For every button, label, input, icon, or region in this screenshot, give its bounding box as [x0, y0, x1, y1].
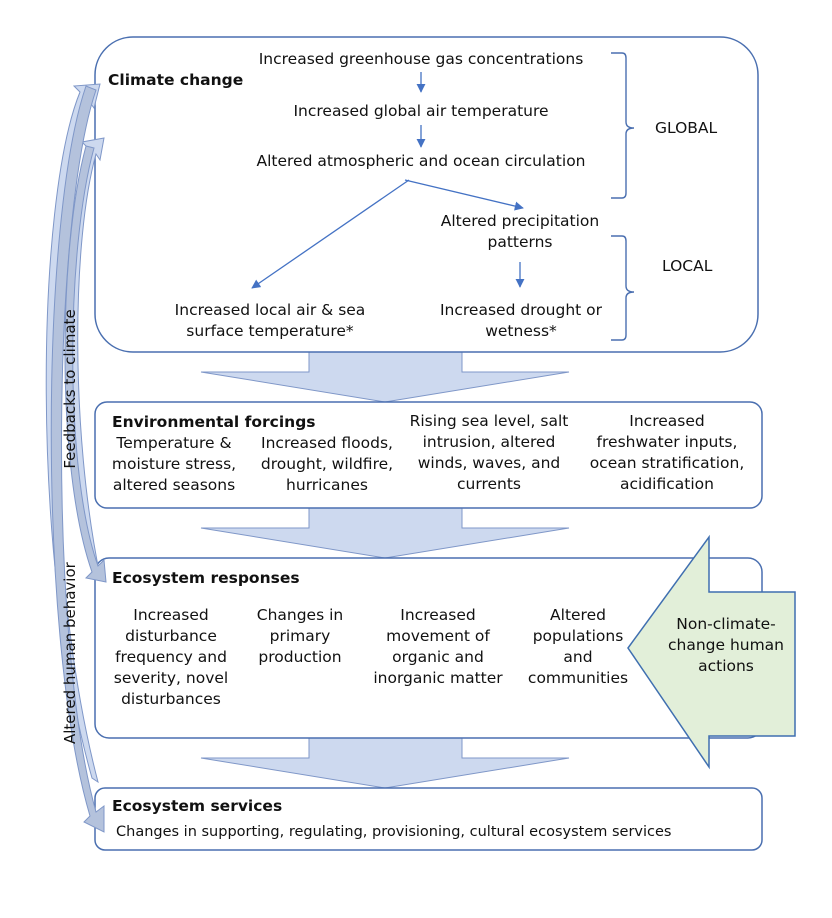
altered-human-behavior-label: Altered human behavior	[61, 562, 79, 744]
global-scale-label: GLOBAL	[655, 119, 718, 137]
climate-change-box	[94, 36, 759, 353]
response-item-4: Altered populations and communities	[527, 606, 629, 687]
local-temp-label: Increased local air & sea surface temper…	[174, 301, 366, 340]
climate-change-title: Climate change	[108, 71, 244, 89]
response-item-2: Changes in primary production	[256, 606, 344, 666]
climate-step-circulation: Altered atmospheric and ocean circulatio…	[256, 152, 586, 170]
ecosystem-responses-title: Ecosystem responses	[112, 569, 300, 587]
arrow-responses-to-services	[200, 737, 570, 789]
ecosystem-services-title: Ecosystem services	[112, 797, 283, 815]
arrow-forcings-to-responses	[200, 507, 570, 559]
forcing-item-2: Increased floods, drought, wildfire, hur…	[260, 434, 394, 494]
forcing-item-3: Rising sea level, salt intrusion, altere…	[409, 412, 569, 493]
local-brace	[611, 235, 635, 341]
climate-step-global-temp: Increased global air temperature	[293, 102, 549, 120]
precipitation-label: Altered precipitation patterns	[440, 212, 600, 251]
response-item-1: Increased disturbance frequency and seve…	[113, 606, 229, 708]
forcing-item-1: Temperature & moisture stress, altered s…	[111, 434, 237, 494]
response-item-3: Increased movement of organic and inorga…	[373, 606, 503, 687]
forcing-item-4: Increased freshwater inputs, ocean strat…	[589, 412, 745, 493]
drought-label: Increased drought or wetness*	[439, 301, 603, 340]
environmental-forcings-box	[94, 401, 763, 509]
feedbacks-to-climate-label: Feedbacks to climate	[61, 309, 79, 469]
flow-arrow-circulation-to-local-temp	[251, 179, 410, 289]
non-climate-label: Non-climate- change human actions	[667, 615, 785, 675]
flow-arrow-circulation-to-precip	[404, 179, 524, 211]
local-scale-label: LOCAL	[662, 257, 713, 275]
climate-step-ghg: Increased greenhouse gas concentrations	[258, 50, 584, 68]
behavior-arrow-to-services	[50, 85, 105, 833]
environmental-forcings-title: Environmental forcings	[112, 413, 316, 431]
non-climate-arrow	[627, 534, 796, 770]
arrow-climate-to-forcings	[200, 351, 570, 403]
global-brace	[611, 52, 635, 199]
behavior-arrow-to-responses	[64, 145, 107, 583]
ecosystem-services-text: Changes in supporting, regulating, provi…	[116, 824, 672, 840]
